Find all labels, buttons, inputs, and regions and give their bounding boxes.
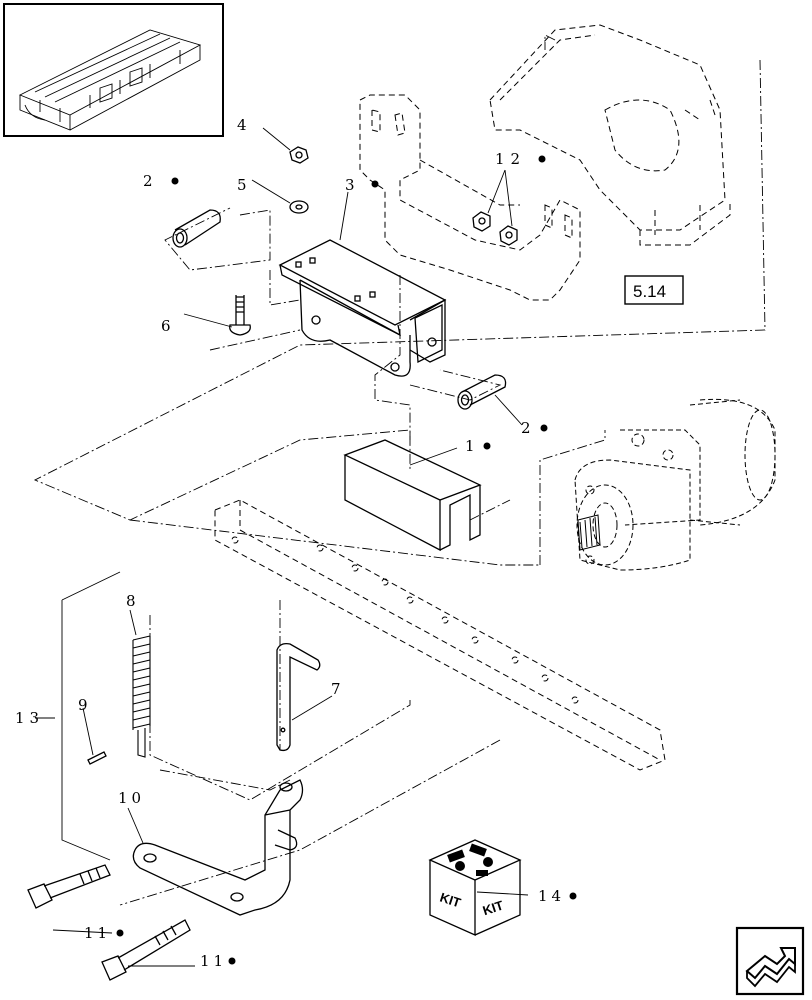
callout-4: 4 [237, 116, 247, 134]
next-page-arrow-button[interactable] [735, 926, 805, 996]
part-12-nuts [472, 211, 518, 246]
callout-labels: 2 3 4 5 6 12 1 2 8 7 13 9 10 11 11 14 5.… [15, 116, 666, 970]
part-6-carriage-bolt [229, 295, 251, 336]
next-page-arrow-icon [735, 926, 805, 996]
reference-box-label: 5.14 [633, 282, 666, 301]
callout-2-lower: 2 [521, 419, 531, 437]
kit-labels: KIT KIT [438, 890, 505, 919]
callout-11-lower: 11 [200, 952, 227, 970]
callout-7: 7 [331, 680, 341, 698]
callout-6: 6 [161, 317, 171, 335]
part-9-pin [87, 751, 107, 765]
callout-leaders [35, 127, 529, 967]
callout-1: 1 [465, 437, 475, 455]
kit-box-icon [428, 839, 522, 937]
thumbnail-header-image [3, 3, 224, 137]
callout-9: 9 [78, 696, 88, 714]
callout-2-upper: 2 [143, 172, 153, 190]
part-3-hinge-plate [278, 239, 447, 377]
reference-box-5-14 [624, 275, 684, 305]
part-10-latch-lever [132, 779, 304, 916]
part-2-bushing-lower [457, 374, 507, 410]
part-11-hex-bolt-upper [27, 864, 111, 909]
part-5-washer [289, 200, 309, 214]
callout-5: 5 [237, 176, 247, 194]
part-2-bushing-upper [172, 209, 221, 248]
callout-8: 8 [126, 592, 136, 610]
callout-10: 10 [118, 789, 145, 807]
callout-12: 12 [495, 150, 526, 168]
hydraulic-motor-outline [574, 398, 776, 571]
support-rail-outline [214, 499, 666, 771]
leader-lines [33, 34, 766, 906]
motor-mount-bracket-outline [359, 24, 731, 301]
kit-label-right: KIT [481, 898, 506, 919]
part-1-u-channel [343, 439, 482, 552]
callout-bullets [116, 155, 577, 965]
callout-14: 14 [538, 887, 565, 905]
motor-spline-shaft [577, 514, 601, 551]
callout-3: 3 [345, 176, 355, 194]
callout-11-upper: 11 [84, 924, 111, 942]
part-8-spring [132, 635, 151, 758]
part-7-l-pin [276, 642, 321, 752]
kit-label-left: KIT [438, 890, 463, 911]
part-4-nut [289, 146, 309, 164]
callout-13: 13 [15, 709, 44, 727]
part-11-hex-bolt-lower [101, 919, 191, 981]
